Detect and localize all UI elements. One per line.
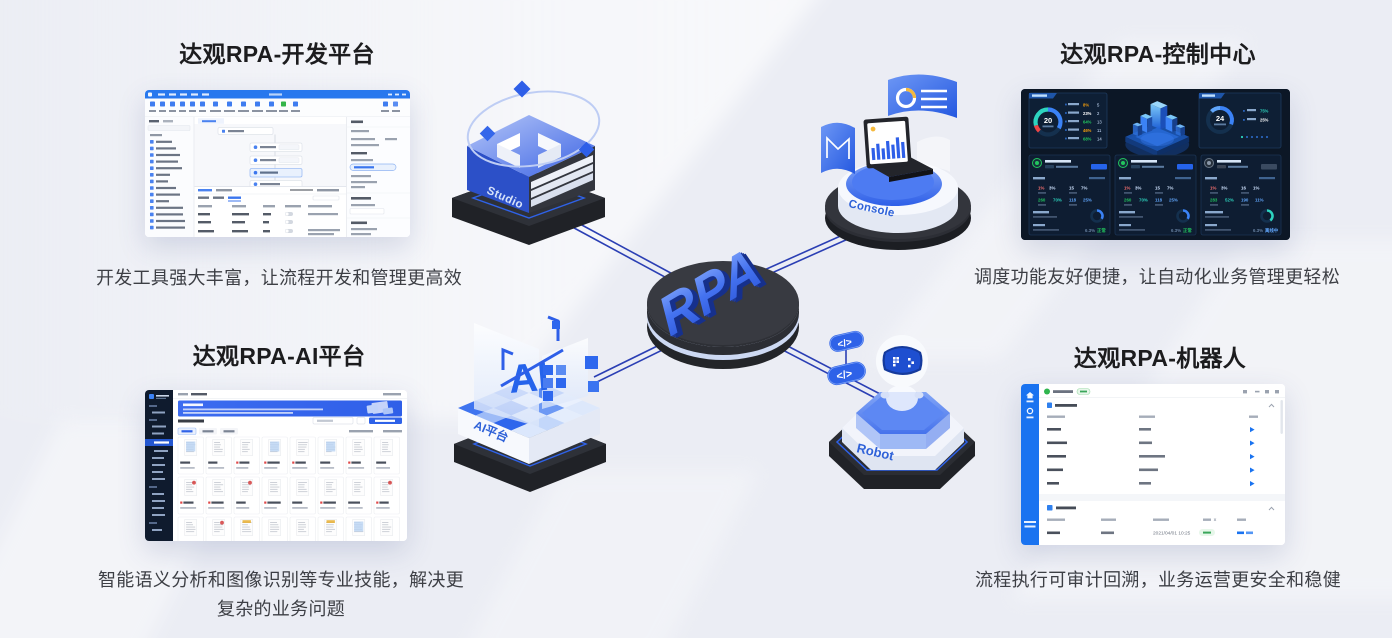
- svg-text:5: 5: [1097, 102, 1100, 107]
- svg-text:70%: 70%: [1053, 198, 1062, 203]
- svg-text:25%: 25%: [1260, 118, 1269, 123]
- svg-text:52%: 52%: [1225, 198, 1234, 203]
- svg-text:6.3%: 6.3%: [1253, 228, 1263, 233]
- svg-text:7%: 7%: [1081, 186, 1087, 191]
- svg-text:23%: 23%: [1083, 111, 1092, 116]
- svg-text:3%: 3%: [1049, 186, 1055, 191]
- svg-text:</>: </>: [835, 368, 853, 383]
- svg-text:118: 118: [1069, 198, 1077, 203]
- svg-text:3%: 3%: [1221, 186, 1227, 191]
- svg-text:11%: 11%: [1255, 198, 1264, 203]
- svg-text:260: 260: [1038, 198, 1046, 203]
- svg-text:2021/04/01 10:25: 2021/04/01 10:25: [1153, 531, 1191, 537]
- svg-text:16: 16: [1241, 186, 1246, 191]
- svg-text:20: 20: [1044, 116, 1052, 125]
- svg-text:8%: 8%: [1083, 102, 1089, 107]
- svg-text:11: 11: [1097, 128, 1102, 133]
- svg-text:1%: 1%: [1210, 186, 1216, 191]
- svg-text:25%: 25%: [1083, 198, 1092, 203]
- svg-text:正常: 正常: [1097, 227, 1106, 234]
- svg-text:15: 15: [1069, 186, 1074, 191]
- svg-text:190: 190: [1241, 198, 1249, 203]
- svg-text:1%: 1%: [1038, 186, 1044, 191]
- svg-text:46%: 46%: [1083, 128, 1092, 133]
- svg-text:68%: 68%: [1083, 136, 1092, 141]
- svg-text:64%: 64%: [1083, 119, 1092, 124]
- svg-text:1%: 1%: [1253, 186, 1259, 191]
- svg-text:283: 283: [1210, 198, 1218, 203]
- svg-text:75%: 75%: [1260, 109, 1269, 114]
- svg-text:14: 14: [1097, 136, 1102, 141]
- svg-text:离线中: 离线中: [1265, 227, 1279, 234]
- svg-text:</>: </>: [837, 337, 854, 351]
- svg-text:24: 24: [1216, 114, 1225, 123]
- svg-text:6.3%: 6.3%: [1085, 228, 1095, 233]
- svg-text:2: 2: [1097, 111, 1100, 116]
- svg-text:13: 13: [1097, 119, 1102, 124]
